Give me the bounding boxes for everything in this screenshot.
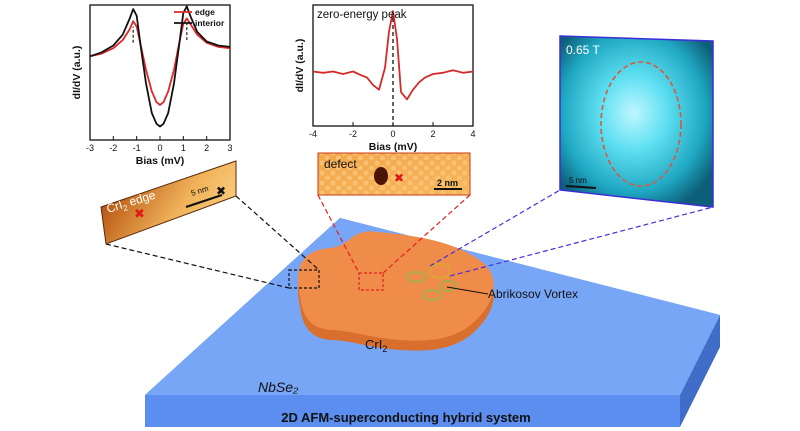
vortex-scalebar-label: 5 nm (569, 176, 587, 185)
vortex-marker (429, 263, 451, 279)
vortex-field-label: 0.65 T (566, 43, 600, 57)
edge-point-marker: ✖ (134, 206, 145, 221)
series-line-interior (89, 5, 231, 128)
x-tick-label: 0 (390, 129, 395, 139)
cri2-flake (297, 231, 494, 351)
vortex-label: Abrikosov Vortex (488, 287, 578, 301)
defect-scalebar-label: 2 nm (437, 178, 458, 188)
series-line-spectrum (312, 10, 474, 101)
vortex-label-leader (446, 286, 489, 295)
x-tick-label: -3 (86, 143, 94, 153)
defect-connectors (317, 194, 471, 274)
legend-label: interior (195, 18, 225, 28)
x-axis-label: Bias (mV) (369, 141, 417, 153)
x-tick-label: 4 (470, 129, 475, 139)
x-tick-label: -1 (133, 143, 141, 153)
defect-site (374, 167, 388, 185)
vortex-connectors (429, 189, 714, 277)
y-axis-label: dI/dV (a.u.) (294, 39, 306, 93)
x-tick-label: 1 (181, 143, 186, 153)
chart-title: zero-energy peak (317, 9, 407, 21)
edge-stm-image (100, 160, 237, 245)
edge-connectors (105, 195, 320, 289)
figure-caption: 2D AFM-superconducting hybrid system (281, 410, 530, 425)
vortex-marker (439, 280, 457, 292)
legend-label: edge (195, 7, 215, 17)
vortex-map-image (559, 35, 714, 208)
edge-scalebar (185, 193, 223, 209)
substrate-label: NbSe₂ (258, 379, 299, 395)
vortex-marker (422, 289, 442, 301)
x-tick-label: 0 (157, 143, 162, 153)
flake-label: CrI2 (365, 337, 387, 354)
vortex-core-outline (600, 61, 682, 187)
x-tick-label: -2 (349, 129, 357, 139)
x-tick-label: -2 (109, 143, 117, 153)
x-tick-label: 2 (204, 143, 209, 153)
vortex-marker (406, 271, 426, 283)
edge-region-marker (288, 269, 320, 289)
x-tick-label: -4 (309, 129, 317, 139)
x-axis-label: Bias (mV) (136, 155, 184, 167)
defect-inset-label: defect (324, 157, 357, 171)
series-line-edge (89, 17, 231, 106)
vortex-scalebar (565, 185, 597, 189)
y-axis-label: dI/dV (a.u.) (71, 46, 83, 100)
plot-frame (312, 4, 474, 127)
interior-point-marker: ✖ (216, 184, 226, 198)
x-tick-label: 3 (227, 143, 232, 153)
defect-region-marker (358, 272, 384, 291)
vortex-markers (406, 263, 457, 301)
x-tick-label: 2 (430, 129, 435, 139)
defect-point-marker: ✖ (394, 171, 404, 185)
